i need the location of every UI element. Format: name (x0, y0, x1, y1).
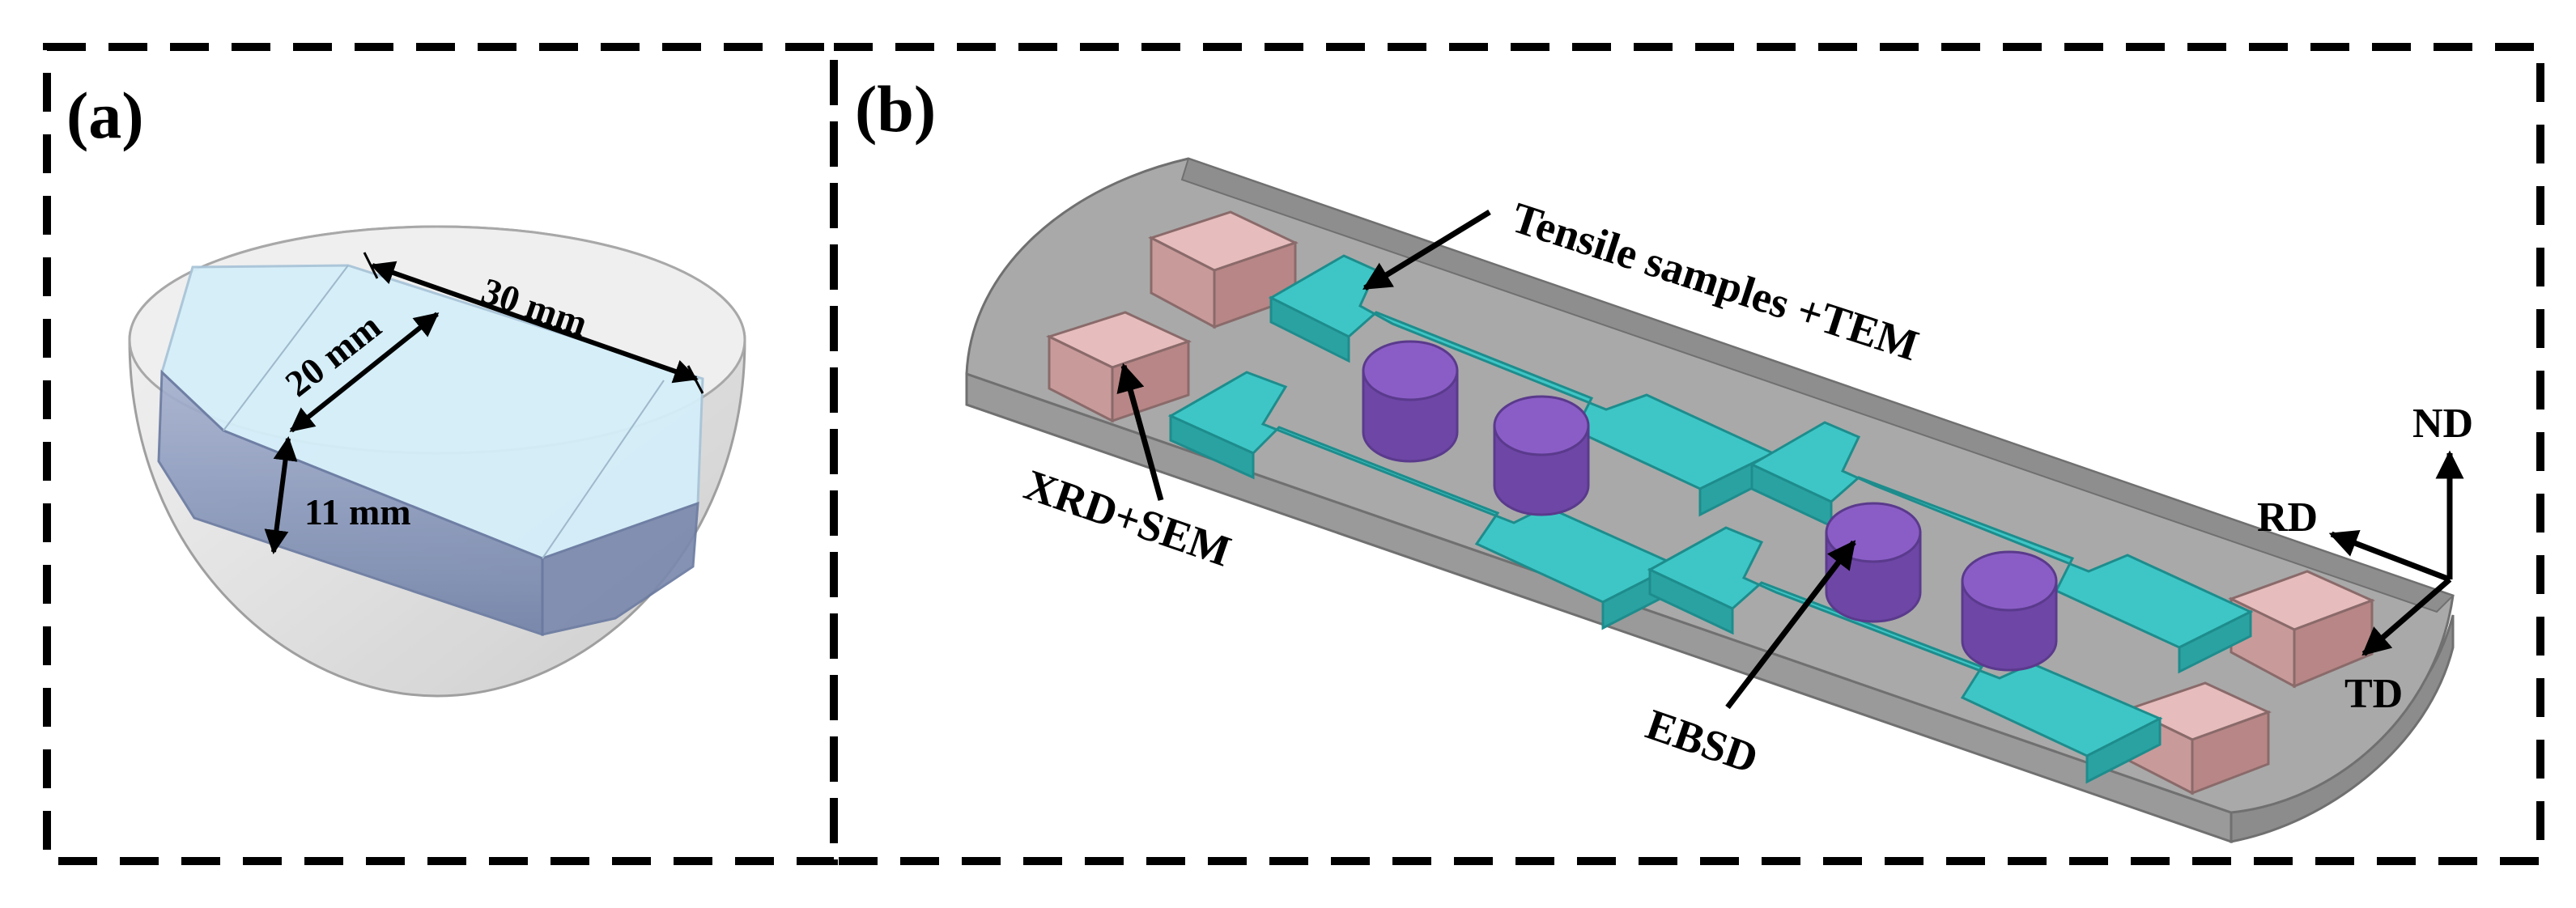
tensile-sample (1647, 526, 2163, 784)
tensile-sample (1167, 371, 1679, 630)
xrd-block (2228, 570, 2375, 689)
dim-30mm-arrow (370, 261, 699, 384)
ebsd-cylinder (1362, 340, 1459, 463)
coordinate-axes: ND RD TD (2257, 401, 2473, 717)
panel-a: (a) 30 mm 20 mm 11 mm (66, 78, 746, 698)
block-edge-line (542, 380, 665, 559)
dim-tick (363, 252, 379, 279)
panel-frames (43, 43, 2544, 865)
ebsd-callout-arrow (1725, 540, 1856, 710)
nd-axis-label: ND (2412, 401, 2473, 447)
dim-11mm-label: 11 mm (304, 491, 411, 532)
block-right-side (541, 501, 699, 636)
ebsd-cylinder (1961, 550, 2058, 672)
tensile-sample (1749, 421, 2254, 674)
plate-rim (1180, 157, 2455, 613)
td-axis-arrow (2361, 577, 2452, 656)
ebsd-cylinder (1493, 395, 1590, 516)
xrd-callout-arrow (1116, 363, 1164, 501)
dim-tick (687, 365, 704, 394)
panel-b: (b) (855, 72, 2473, 844)
ebsd-callout-label: EBSD (1640, 700, 1764, 783)
xrd-block (1148, 210, 1299, 329)
xrd-block (1045, 311, 1192, 423)
block-edge-line (223, 265, 349, 431)
dim-11mm-arrow (264, 436, 298, 554)
rd-axis-label: RD (2257, 494, 2318, 541)
panel-b-frame (830, 43, 2544, 865)
ebsd-cylinders (1362, 340, 2058, 672)
dim-20mm-arrow (289, 312, 440, 433)
tensile-callout-arrow (1362, 210, 1491, 291)
rd-axis-arrow (2328, 529, 2451, 583)
panel-b-label: (b) (855, 72, 936, 146)
tensile-samples (1167, 254, 2254, 784)
panel-a-label: (a) (66, 78, 144, 152)
td-axis-label: TD (2344, 671, 2403, 717)
xrd-blocks (1045, 210, 2375, 796)
